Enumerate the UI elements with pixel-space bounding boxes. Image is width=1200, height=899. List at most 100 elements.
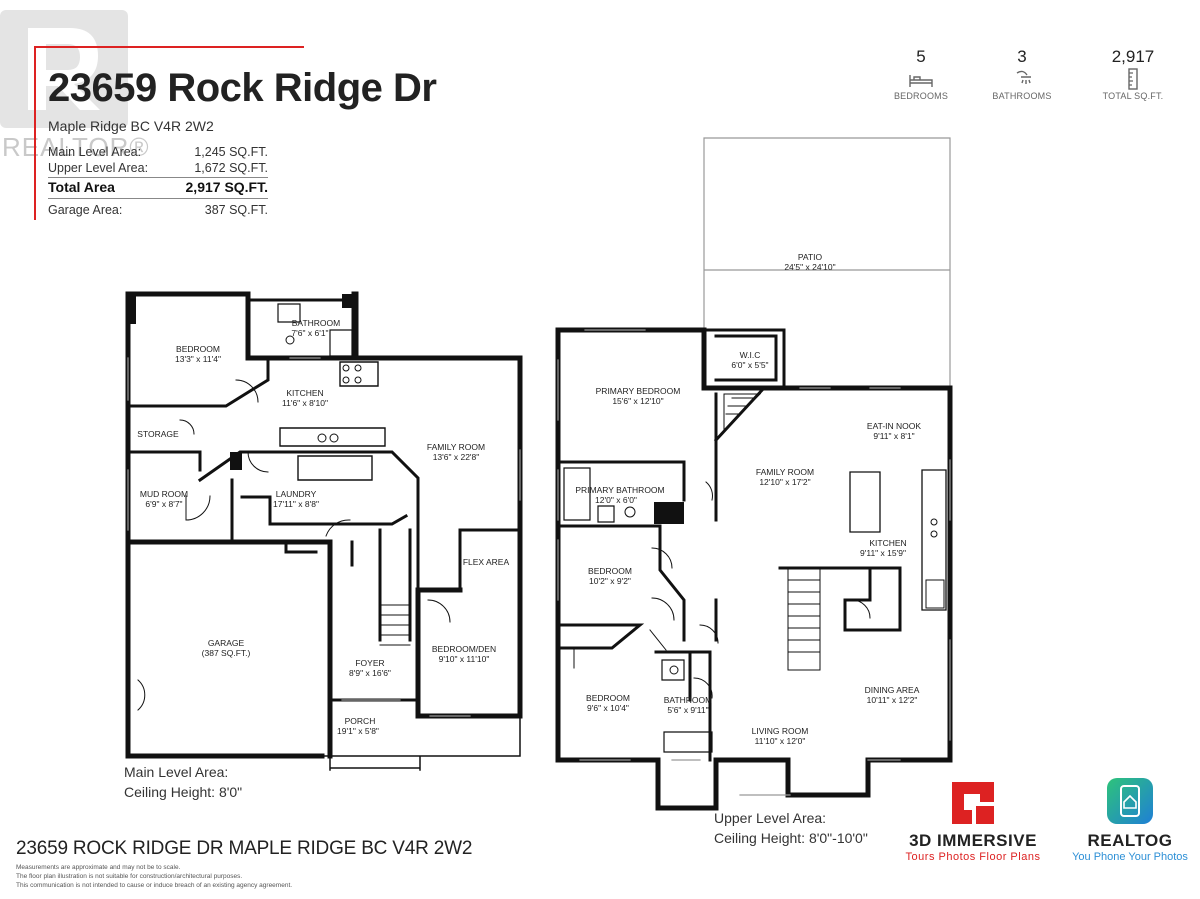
page-title: 23659 Rock Ridge Dr xyxy=(48,66,437,110)
title-rule-left xyxy=(34,46,36,220)
room-size: 9'6" x 10'4" xyxy=(587,703,629,713)
area-divider xyxy=(48,198,268,199)
realtog-app-icon xyxy=(1107,778,1153,824)
room-label: BEDROOM xyxy=(588,566,632,576)
room-label: PRIMARY BEDROOM xyxy=(596,386,681,396)
room-size: 5'6" x 9'11" xyxy=(667,705,708,715)
realtor-logo-text: REALTOR® xyxy=(2,132,150,162)
room-label: FAMILY ROOM xyxy=(756,467,814,477)
room-size: 13'6" x 22'8" xyxy=(433,452,480,462)
fixture xyxy=(563,467,713,753)
door-swing xyxy=(573,481,871,699)
main-level-caption: Main Level Area: Ceiling Height: 8'0" xyxy=(124,764,243,800)
brand-3d-immersive: 3D IMMERSIVE Tours Photos Floor Plans xyxy=(898,780,1048,863)
room-label: BATHROOM xyxy=(292,318,340,328)
3d-immersive-logo-icon xyxy=(952,782,994,824)
room-size: 15'6" x 12'10" xyxy=(612,396,663,406)
patio-outline xyxy=(703,137,951,389)
room-label: MUD ROOM xyxy=(140,489,188,499)
area-row-upper: Upper Level Area:1,672 SQ.FT. xyxy=(48,161,268,175)
room-label: LIVING ROOM xyxy=(752,726,809,736)
room-size: 11'10" x 12'0" xyxy=(755,736,806,746)
room-label: PATIO xyxy=(798,252,823,262)
realtor-logo-icon xyxy=(0,10,128,128)
stat-total-sqft: 2,917 TOTAL SQ.FT. xyxy=(1102,47,1164,101)
bed-icon xyxy=(909,75,933,87)
wall xyxy=(556,386,768,528)
door-swing xyxy=(137,379,451,711)
room-label: KITCHEN xyxy=(869,538,906,548)
room-label: FAMILY ROOM xyxy=(427,442,485,452)
ruler-icon xyxy=(1128,68,1138,90)
room-size: 7'6" x 6'1" xyxy=(291,328,328,338)
range xyxy=(925,579,945,609)
room-size: 6'0" x 5'5" xyxy=(731,360,768,370)
stairs xyxy=(379,604,411,646)
room-size: 19'1" x 5'8" xyxy=(337,726,379,736)
fixture xyxy=(277,303,353,357)
room-size: 9'10" x 11'10" xyxy=(439,654,490,664)
room-label: STORAGE xyxy=(137,429,179,439)
room-size: 17'11" x 8'8" xyxy=(273,499,319,509)
wall xyxy=(125,539,333,759)
area-row-garage: Garage Area:387 SQ.FT. xyxy=(48,203,268,217)
room-size: 11'6" x 8'10" xyxy=(282,398,328,408)
room-label: LAUNDRY xyxy=(276,489,317,499)
footer-address: 23659 ROCK RIDGE DR MAPLE RIDGE BC V4R 2… xyxy=(16,838,473,859)
wall xyxy=(654,598,718,762)
title-rule-top xyxy=(34,46,304,48)
wall xyxy=(284,540,354,567)
room-label: BATHROOM xyxy=(664,695,712,705)
room-size: 8'9" x 16'6" xyxy=(349,668,391,678)
room-label: PORCH xyxy=(345,716,376,726)
room-size: 9'11" x 15'9" xyxy=(860,548,906,558)
room-label: FOYER xyxy=(355,658,384,668)
wall xyxy=(126,450,202,472)
wall xyxy=(458,528,522,592)
wall xyxy=(125,291,325,759)
upper-level-caption: Upper Level Area: Ceiling Height: 8'0"-1… xyxy=(714,810,868,846)
room-label: EAT-IN NOOK xyxy=(867,421,921,431)
brand-realtog: REALTOG You Phone Your Photos xyxy=(1060,776,1200,863)
area-row-main: Main Level Area:1,245 SQ.FT. xyxy=(48,145,268,159)
stat-bathrooms: 3 BATHROOMS xyxy=(992,47,1052,101)
room-label: GARAGE xyxy=(208,638,245,648)
wall xyxy=(702,328,786,390)
counter xyxy=(849,469,947,611)
disclaimer-line: The floor plan illustration is not suita… xyxy=(16,873,243,880)
city-line: Maple Ridge BC V4R 2W2 xyxy=(48,118,214,134)
stairs-upper xyxy=(723,393,762,432)
room-label: BEDROOM xyxy=(586,693,630,703)
room-label: BEDROOM xyxy=(176,344,220,354)
disclaimer-line: This communication is not intended to ca… xyxy=(16,882,293,889)
wall xyxy=(778,566,902,632)
room-size: 9'11" x 8'1" xyxy=(873,431,914,441)
room-size: 24'5" x 24'10" xyxy=(784,262,835,272)
wall xyxy=(240,495,409,526)
wall xyxy=(556,524,686,762)
disclaimer-line: Measurements are approximate and may not… xyxy=(16,864,181,871)
shower-icon xyxy=(1016,70,1031,84)
room-size: 12'10" x 17'2" xyxy=(759,477,810,487)
room-label: BEDROOM/DEN xyxy=(432,644,496,654)
room-size: 13'3" x 11'4" xyxy=(175,354,221,364)
room-label: W.I.C xyxy=(740,350,761,360)
stairs xyxy=(787,567,821,671)
room-size: 10'11" x 12'2" xyxy=(867,695,918,705)
room-label: DINING AREA xyxy=(865,685,920,695)
wall xyxy=(197,450,420,592)
room-size: 12'0" x 6'0" xyxy=(595,495,637,505)
room-label: PRIMARY BATHROOM xyxy=(575,485,664,495)
room-size: (387 SQ.FT.) xyxy=(202,648,251,658)
wall xyxy=(126,356,270,408)
area-divider xyxy=(48,177,268,178)
wall xyxy=(415,355,523,719)
room-label: FLEX AREA xyxy=(463,557,510,567)
porch-outline xyxy=(321,715,521,771)
room-size: 6'9" x 8'7" xyxy=(145,499,182,509)
counter xyxy=(279,361,386,481)
stat-bedrooms: 5 BEDROOMS xyxy=(893,47,949,101)
room-label: KITCHEN xyxy=(286,388,323,398)
